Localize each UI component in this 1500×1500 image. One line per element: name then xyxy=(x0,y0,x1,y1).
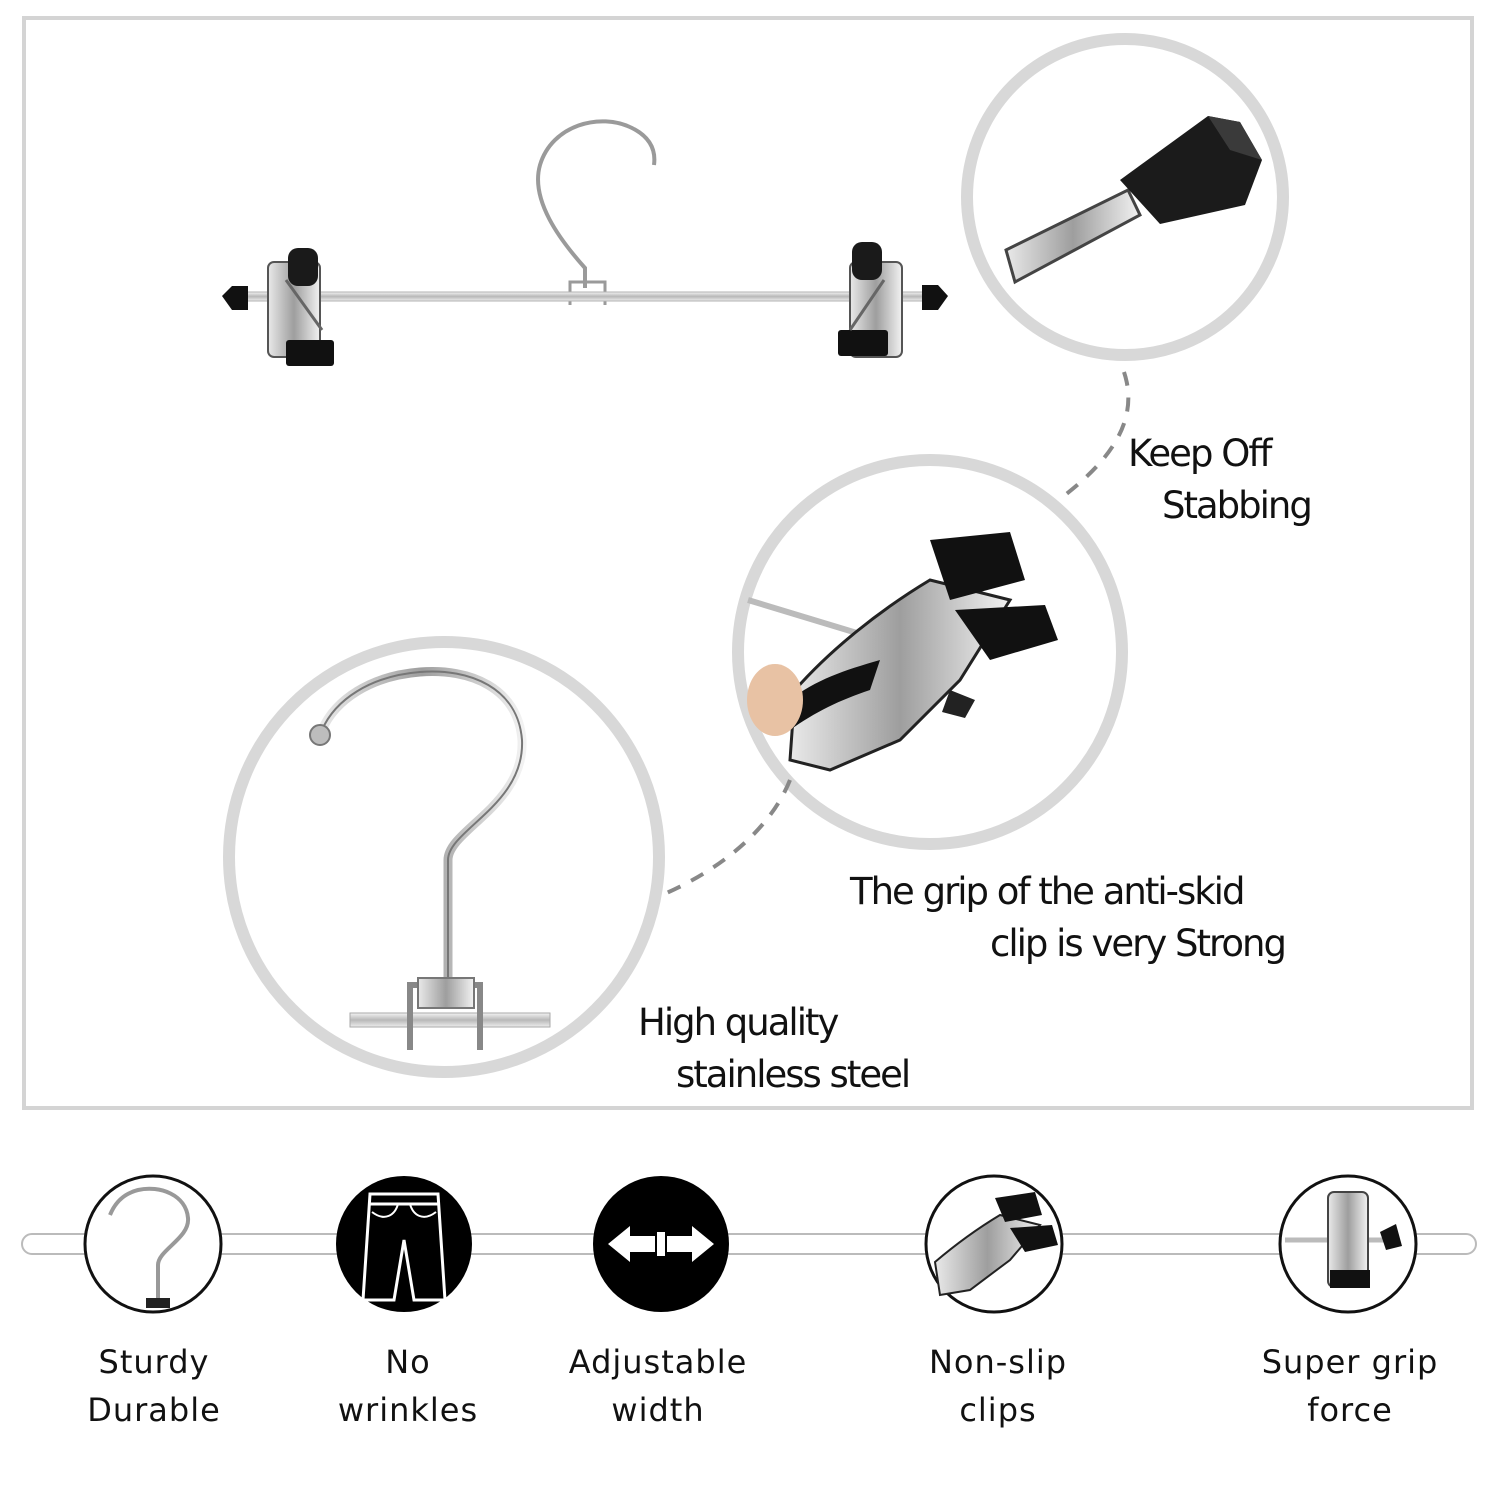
callout-tip: Keep Off Stabbing xyxy=(1128,428,1313,532)
callout-steel-line1: High quality xyxy=(638,1001,839,1044)
hanger-full-view xyxy=(222,119,948,366)
callout-clip-line2: clip is very Strong xyxy=(990,922,1287,965)
feature-label-line1: Sturdy xyxy=(98,1343,210,1381)
feature-label-line1: Adjustable xyxy=(568,1343,748,1381)
left-clip xyxy=(267,248,334,366)
feature-label-nonslip: Non-slip clips xyxy=(878,1338,1118,1434)
clip-icon xyxy=(924,1174,1064,1314)
end-cap-detail xyxy=(961,33,1289,361)
right-end-cap xyxy=(922,285,948,310)
feature-label-wrinkles: No wrinkles xyxy=(288,1338,528,1434)
hook-detail xyxy=(223,636,665,1078)
feature-label-line2: wrinkles xyxy=(337,1391,479,1429)
callout-steel-line2: stainless steel xyxy=(676,1053,911,1096)
feature-label-sturdy: Sturdy Durable xyxy=(34,1338,274,1434)
callout-clip: The grip of the anti-skid clip is very S… xyxy=(850,866,1287,970)
hanger-hook xyxy=(536,119,657,288)
feature-connector-line xyxy=(21,1233,1477,1255)
grip-clip-icon xyxy=(1278,1174,1418,1314)
double-arrow-icon xyxy=(593,1176,729,1312)
callout-steel: High quality stainless steel xyxy=(638,997,911,1101)
callout-tip-line2: Stabbing xyxy=(1162,484,1313,527)
feature-label-line2: clips xyxy=(959,1391,1037,1429)
right-clip xyxy=(838,242,903,358)
feature-label-line2: Durable xyxy=(87,1391,221,1429)
hanger-bar xyxy=(239,291,931,302)
feature-label-adjustable: Adjustable width xyxy=(538,1338,778,1434)
callout-clip-line1: The grip of the anti-skid xyxy=(850,870,1245,913)
dashed-connector-1 xyxy=(1063,371,1131,497)
pants-icon xyxy=(336,1176,472,1312)
feature-label-grip: Super grip force xyxy=(1230,1338,1470,1434)
feature-label-line1: No xyxy=(385,1343,431,1381)
left-end-cap xyxy=(222,286,248,310)
feature-label-line1: Non-slip xyxy=(928,1343,1068,1381)
feature-label-line2: width xyxy=(611,1391,705,1429)
feature-label-line1: Super grip xyxy=(1261,1343,1439,1381)
clip-detail xyxy=(732,454,1128,850)
hook-icon xyxy=(83,1174,223,1314)
dashed-connector-2 xyxy=(661,779,792,897)
feature-label-line2: force xyxy=(1307,1391,1393,1429)
callout-tip-line1: Keep Off xyxy=(1128,432,1272,475)
